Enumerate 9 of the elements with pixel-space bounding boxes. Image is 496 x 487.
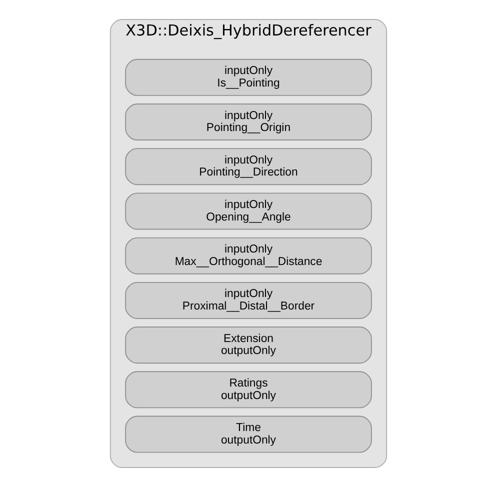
node-box: inputOnly Is__Pointing: [124, 58, 372, 96]
node-box: inputOnly Pointing__Direction: [124, 148, 372, 186]
node-box: inputOnly Pointing__Origin: [124, 104, 372, 140]
node-box: Time outputOnly: [124, 416, 372, 453]
node-box: Extension outputOnly: [124, 326, 372, 364]
node-box: inputOnly Max__Orthogonal__Distance: [124, 237, 372, 274]
node-box: inputOnly Proximal__Distal__Border: [124, 282, 372, 319]
node-box: inputOnly Opening__Angle: [124, 192, 372, 230]
node-box: Ratings outputOnly: [124, 371, 372, 408]
